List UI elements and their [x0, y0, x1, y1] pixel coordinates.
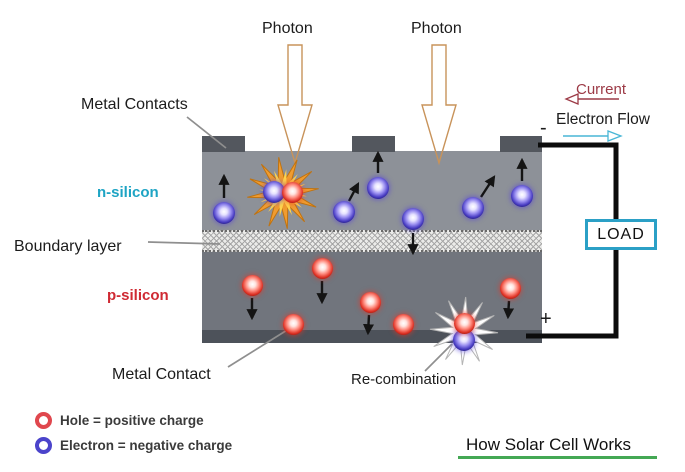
hole-particle	[241, 274, 263, 296]
legend-hole-row: Hole = positive charge	[35, 412, 204, 429]
hole-particle	[453, 312, 475, 334]
n-silicon-label: n-silicon	[97, 184, 159, 201]
recombination-label: Re-combination	[351, 371, 457, 388]
plus-terminal: +	[540, 308, 552, 330]
p-silicon-label: p-silicon	[107, 287, 169, 304]
hole-particle	[499, 277, 521, 299]
top-metal-contact	[500, 136, 542, 152]
diagram-title: How Solar Cell Works	[466, 435, 632, 454]
electron-particle	[213, 202, 235, 224]
photon-arrow-icon	[277, 44, 313, 166]
hole-particle	[281, 181, 303, 203]
current-label: Current	[576, 81, 627, 98]
electron-particle	[333, 201, 355, 223]
top-metal-contact	[352, 136, 395, 152]
leader-line	[424, 343, 453, 372]
metal-contact-label: Metal Contact	[112, 366, 211, 383]
hole-marker-icon	[35, 412, 52, 429]
electron-particle	[367, 177, 389, 199]
legend-electron-row: Electron = negative charge	[35, 437, 232, 454]
photon-label-1: Photon	[262, 20, 313, 37]
hole-particle	[282, 313, 304, 335]
electron-marker-icon	[35, 437, 52, 454]
photon-arrow-icon	[421, 44, 457, 166]
circuit-wire	[538, 142, 619, 220]
photon-label-2: Photon	[411, 20, 462, 37]
metal-contacts-label: Metal Contacts	[81, 96, 188, 113]
hole-particle	[311, 257, 333, 279]
electron-particle	[511, 185, 533, 207]
title-underline	[458, 456, 657, 459]
load-box: LOAD	[585, 219, 657, 250]
boundary-layer-band	[202, 230, 542, 252]
electron-particle	[462, 197, 484, 219]
hole-legend-text: Hole = positive charge	[60, 413, 204, 428]
minus-terminal: -	[540, 117, 547, 139]
hole-particle	[392, 313, 414, 335]
electron-flow-arrowhead-icon	[607, 130, 623, 142]
boundary-layer-label: Boundary layer	[14, 238, 122, 255]
bottom-metal-contact	[202, 330, 542, 343]
electron-legend-text: Electron = negative charge	[60, 438, 233, 453]
hole-particle	[359, 291, 381, 313]
electron-particle	[402, 208, 424, 230]
top-metal-contact	[202, 136, 245, 152]
electron-flow-label: Electron Flow	[556, 111, 650, 128]
load-label: LOAD	[597, 225, 645, 243]
